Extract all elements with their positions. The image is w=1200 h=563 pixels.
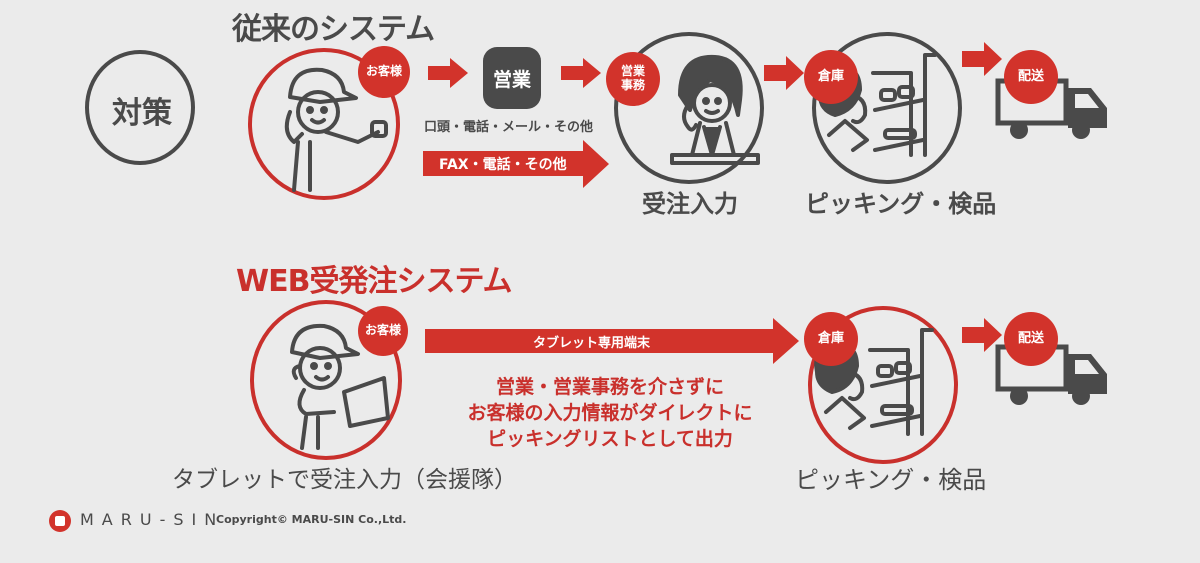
order-entry-ring [614, 32, 764, 184]
legacy-system-title: 従来のシステム [232, 12, 435, 47]
sales-office-badge-line2: 事務 [620, 78, 645, 92]
copyright-text: Copyright© MARU-SIN Co.,Ltd. [216, 513, 407, 526]
fax-phone-direct-arrow: FAX・電話・その他 [423, 140, 609, 188]
description-line-2: お客様の入力情報がダイレクトに [467, 402, 753, 424]
countermeasure-label: 対策 [112, 96, 172, 131]
delivery-truck-icon [995, 78, 1107, 139]
maru-sin-logo-icon [49, 510, 71, 532]
legacy-warehouse-badge: 倉庫 [804, 50, 858, 104]
web-delivery-badge: 配送 [1004, 312, 1058, 366]
order-entry-caption: 受注入力 [642, 190, 738, 218]
tablet-terminal-label: タブレット専用端末 [533, 336, 651, 351]
fax-phone-direct-label: FAX・電話・その他 [439, 157, 567, 173]
arrow-warehouse-to-delivery [962, 42, 1002, 76]
sales-office-clerk-illustration-icon [670, 54, 760, 165]
countermeasure-circle [85, 50, 195, 165]
customer-phone-illustration-icon [284, 67, 388, 192]
legacy-delivery-badge: 配送 [1004, 50, 1058, 104]
legacy-picking-ring [812, 32, 962, 184]
description-line-1: 営業・営業事務を介さずに [495, 376, 724, 398]
arrow-sales-to-office [561, 58, 601, 88]
sales-office-badge-line1: 営業 [620, 64, 645, 79]
web-picking-caption: ピッキング・検品 [795, 466, 987, 494]
web-customer-ring [250, 300, 402, 460]
arrow-customer-to-sales [428, 58, 468, 88]
description-line-3: ピッキングリストとして出力 [487, 428, 733, 450]
legacy-customer-ring [248, 48, 400, 200]
tablet-order-entry-caption: タブレットで受注入力（会援隊） [172, 467, 517, 493]
sales-office-badge: 営業 事務 [606, 52, 660, 106]
legacy-customer-badge: お客様 [358, 46, 410, 98]
tablet-terminal-arrow: タブレット専用端末 [425, 318, 799, 364]
web-arrow-warehouse-to-delivery [962, 318, 1002, 352]
web-picking-ring [808, 306, 958, 464]
web-warehouse-badge: 倉庫 [804, 312, 858, 366]
web-system-description: 営業・営業事務を介さずに お客様の入力情報がダイレクトに ピッキングリストとして… [440, 374, 780, 452]
arrow-office-to-warehouse [764, 56, 804, 90]
sales-channels-label: 口頭・電話・メール・その他 [424, 120, 594, 135]
maru-sin-logo-text: MARU-SIN [80, 510, 225, 529]
web-customer-badge: お客様 [358, 306, 408, 356]
legacy-picking-caption: ピッキング・検品 [805, 190, 997, 218]
sales-box: 営業 [483, 47, 541, 109]
web-system-title: WEB受発注システム [236, 264, 513, 299]
customer-tablet-illustration-icon [290, 323, 390, 450]
